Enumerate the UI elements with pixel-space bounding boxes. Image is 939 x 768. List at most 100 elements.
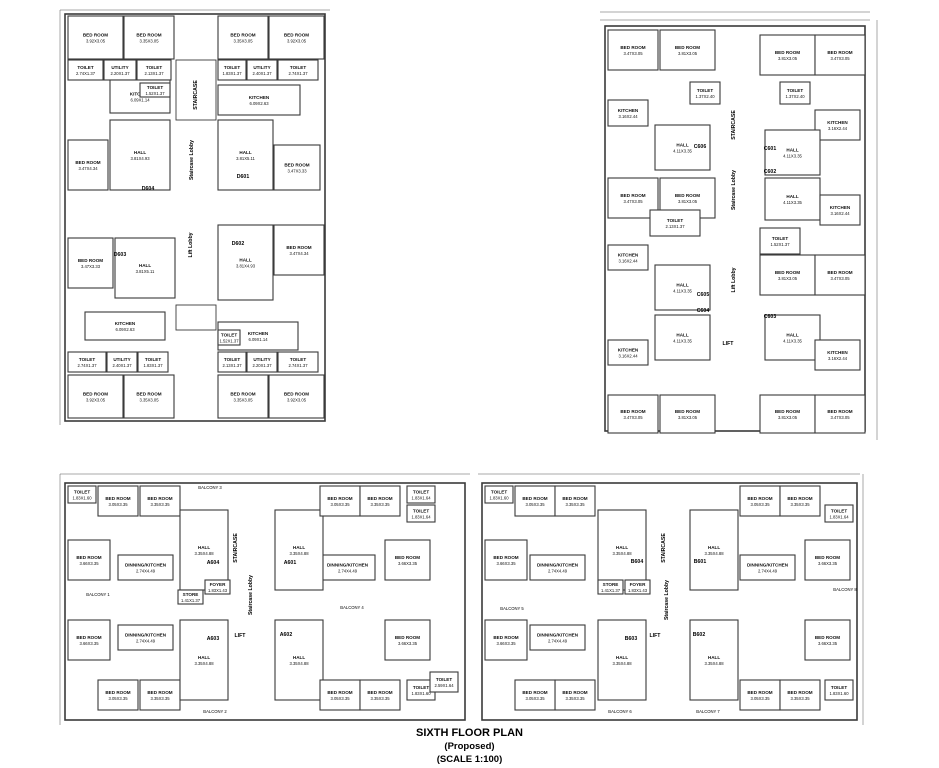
room-wall <box>689 81 721 105</box>
room-wall <box>779 485 821 517</box>
room-label: BED ROOM <box>75 160 100 165</box>
lift-shaft <box>175 304 217 331</box>
room-dimension: 3.35X3.05 <box>139 39 159 44</box>
room-dimension: 2.40X1.37 <box>252 71 272 76</box>
room-label: BED ROOM <box>327 690 352 695</box>
room-wall <box>139 679 181 711</box>
room-wall <box>274 509 324 591</box>
room-dimension: 3.35X4.88 <box>704 551 724 556</box>
room-wall <box>123 374 175 419</box>
core-stair: STAIRCASE <box>661 533 667 563</box>
room-label: TOILET <box>436 677 452 682</box>
room-dimension: 2.13X1.37 <box>222 363 242 368</box>
room-wall <box>319 554 376 581</box>
room-dimension: 2.74X1.37 <box>76 71 96 76</box>
room-label: TOILET <box>146 65 162 70</box>
unit-number: D603 <box>114 252 127 258</box>
room-dimension: 3.35X3.35 <box>370 502 390 507</box>
room-dimension: 3.66X3.35 <box>818 641 838 646</box>
room-dimension: 4.11X3.35 <box>783 339 802 344</box>
room-wall <box>624 579 651 595</box>
room-label: DINNING/KITCHEN <box>125 633 167 638</box>
room-dimension: 1.83X1.60 <box>411 691 431 696</box>
room-dimension: 1.83X1.64 <box>411 515 431 520</box>
balcony-label: BALCONY 5 <box>500 606 524 611</box>
room-dimension: 2.74X1.37 <box>288 363 308 368</box>
room-wall <box>759 394 816 434</box>
room-dimension: 3.16X2.44 <box>618 354 638 359</box>
room-label: TOILET <box>290 65 306 70</box>
room-wall <box>607 244 649 271</box>
room-dimension: 3.05X3.35 <box>108 696 128 701</box>
balcony-label: BALCONY 2 <box>203 709 227 714</box>
room-label: BED ROOM <box>395 555 420 560</box>
unit-number: B601 <box>694 559 707 565</box>
plan-subtitle: (Proposed) <box>444 741 495 752</box>
unit-number: A602 <box>280 632 293 638</box>
room-wall <box>779 679 821 711</box>
room-label: STORE <box>183 592 199 597</box>
room-dimension: 3.66X3.35 <box>398 641 418 646</box>
room-wall <box>814 34 866 76</box>
room-label: BED ROOM <box>367 496 392 501</box>
room-dimension: 3.66X3.35 <box>496 641 516 646</box>
room-wall <box>109 119 171 191</box>
room-label: HALL <box>198 545 210 550</box>
room-dimension: 1.83X1.60 <box>72 496 92 501</box>
room-label: DINNING/KITCHEN <box>537 633 579 638</box>
room-wall <box>84 311 166 341</box>
room-dimension: 1.83X1.64 <box>411 496 431 501</box>
staircase <box>175 59 217 121</box>
room-wall <box>654 264 711 311</box>
room-dimension: 2.74X4.49 <box>548 639 568 644</box>
room-label: BED ROOM <box>284 33 309 38</box>
room-label: HALL <box>786 148 798 153</box>
room-dimension: 1.41X1.37 <box>181 598 201 603</box>
room-wall <box>106 351 138 373</box>
room-wall <box>759 34 816 76</box>
room-dimension: 3.66X3.35 <box>398 561 418 566</box>
room-dimension: 3.81X3.05 <box>778 276 798 281</box>
room-dimension: 1.83X1.43 <box>208 588 228 593</box>
room-label: BED ROOM <box>136 33 161 38</box>
room-label: BED ROOM <box>105 690 130 695</box>
room-label: TOILET <box>74 490 90 495</box>
room-dimension: 1.52X1.37 <box>219 339 239 344</box>
room-dimension: 2.13X1.37 <box>144 71 164 76</box>
unit-number: C606 <box>694 144 707 150</box>
room-wall <box>739 679 781 711</box>
room-label: BED ROOM <box>230 392 255 397</box>
room-label: BED ROOM <box>147 496 172 501</box>
room-wall <box>67 485 97 504</box>
room-label: KITCHEN <box>115 321 136 326</box>
room-dimension: 3.47X3.05 <box>623 51 643 56</box>
room-dimension: 3.05X3.35 <box>525 696 545 701</box>
core-stair: STAIRCASE <box>193 80 199 110</box>
room-wall <box>217 374 269 419</box>
room-wall <box>217 84 301 116</box>
